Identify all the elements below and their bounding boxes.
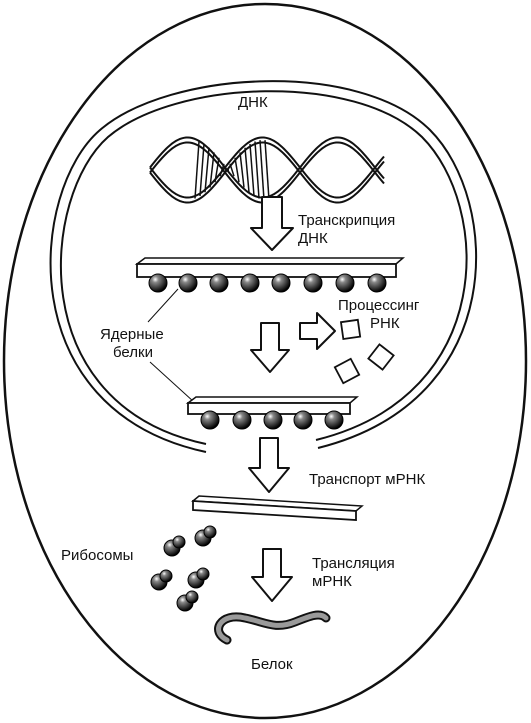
base-pair-rung xyxy=(204,147,210,193)
base-pair-rung xyxy=(264,140,270,200)
ribosomes-label: Рибосомы xyxy=(61,547,133,564)
base-pair-rung xyxy=(239,152,245,188)
transport-arrow-icon xyxy=(248,437,290,493)
nuclear-protein-bead-icon xyxy=(324,410,344,430)
nuclear-proteins-label-line2: белки xyxy=(113,344,153,361)
nuclear-protein-bead-icon xyxy=(293,410,313,430)
protein-label: Белок xyxy=(251,656,293,673)
ribosome-subunit-icon xyxy=(196,567,210,581)
processing-down-arrow-icon xyxy=(250,322,290,373)
transcription-arrow-icon xyxy=(250,196,294,251)
transcription-label-line2: ДНК xyxy=(298,230,328,247)
processing-label-line1: Процессинг xyxy=(338,297,420,314)
processed-mrna-strand xyxy=(185,396,360,430)
translation-label-line1: Трансляция xyxy=(312,555,395,572)
base-pair-rung xyxy=(244,147,250,193)
nuclear-protein-bead-icon xyxy=(148,273,168,293)
ribosome-subunit-icon xyxy=(172,535,186,549)
nuclear-protein-bead-icon xyxy=(271,273,291,293)
transport-label: Транспорт мРНК xyxy=(309,471,425,488)
processing-label-line2: РНК xyxy=(370,315,400,332)
pre-mrna-strand xyxy=(134,257,406,293)
nuclear-protein-bead-icon xyxy=(200,410,220,430)
transcription-label-line1: Транскрипция xyxy=(298,212,395,229)
nuclear-protein-bead-icon xyxy=(335,273,355,293)
nuclear-protein-bead-icon xyxy=(232,410,252,430)
ribosome-subunit-icon xyxy=(185,590,199,604)
nuclear-protein-bead-icon xyxy=(263,410,283,430)
ribosome-subunit-icon xyxy=(203,525,217,539)
dna-label: ДНК xyxy=(238,94,268,111)
base-pair-rung xyxy=(194,141,200,199)
mature-mrna-strand xyxy=(191,495,364,521)
base-pair-rung xyxy=(254,141,260,199)
nuclear-protein-bead-icon xyxy=(240,273,260,293)
ribosome-cluster-icon xyxy=(150,525,217,612)
translation-label-line2: мРНК xyxy=(312,573,352,590)
base-pair-rung xyxy=(199,143,205,197)
nuclear-protein-bead-icon xyxy=(209,273,229,293)
ribosome-subunit-icon xyxy=(159,569,173,583)
dna-double-helix-icon xyxy=(149,136,385,204)
base-pair-rung xyxy=(259,140,265,200)
nuclear-envelope xyxy=(49,80,478,453)
pointer-line-upper xyxy=(147,288,179,323)
nuclear-proteins-label-line1: Ядерные xyxy=(100,326,164,343)
nuclear-protein-bead-icon xyxy=(303,273,323,293)
nuclear-protein-bead-icon xyxy=(178,273,198,293)
excised-rna-fragments xyxy=(333,318,395,385)
translation-arrow-icon xyxy=(251,548,293,602)
processing-right-arrow-icon xyxy=(299,312,336,350)
nuclear-protein-bead-icon xyxy=(367,273,387,293)
base-pair-rung xyxy=(234,157,240,183)
protein-chain-icon xyxy=(214,610,331,645)
base-pair-rung xyxy=(249,143,255,197)
